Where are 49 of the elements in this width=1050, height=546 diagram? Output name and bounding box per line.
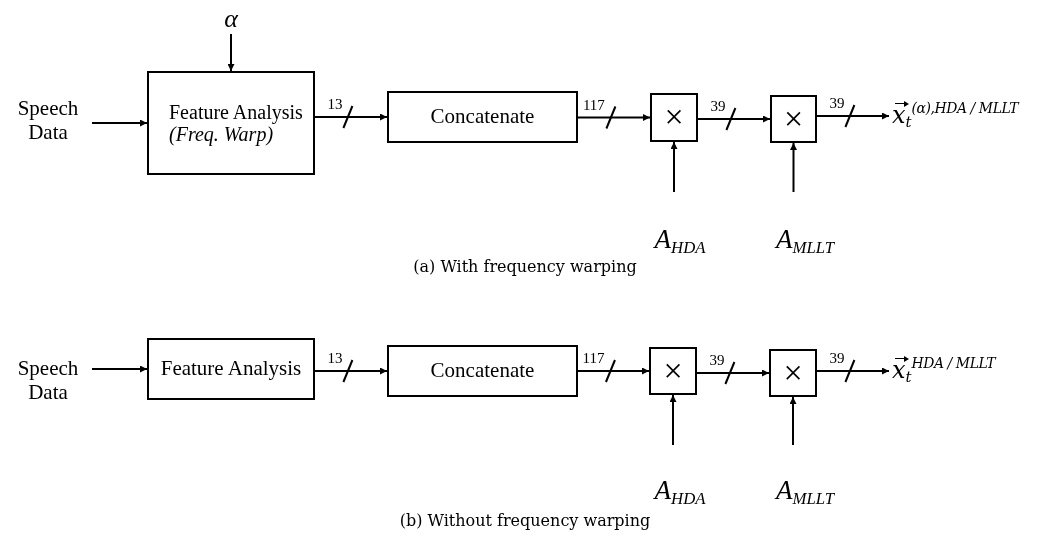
matrix-label: A$_{MLLT}$ — [776, 224, 834, 258]
multiplier-box — [770, 95, 817, 143]
arrow — [670, 141, 678, 193]
arrow — [227, 33, 235, 72]
arrow — [789, 396, 797, 446]
arrow — [696, 369, 770, 377]
input-label: Speech Data — [16, 357, 80, 405]
edge-label: 39 — [828, 351, 846, 366]
arrow — [91, 119, 148, 127]
box-label: (Freq. Warp) — [169, 123, 274, 146]
arrow — [816, 367, 890, 375]
edge-label: 13 — [326, 351, 344, 366]
edge-label: 39 — [709, 99, 727, 114]
edge-label: 117 — [581, 351, 606, 366]
arrow — [790, 142, 797, 193]
matrix-label: A$_{MLLT}$ — [776, 475, 834, 509]
multiply-sign: × — [663, 351, 683, 391]
process-box — [147, 338, 315, 400]
arrow — [314, 367, 388, 375]
box-label: Feature Analysis — [169, 100, 303, 123]
multiply-sign: × — [783, 353, 803, 393]
box-label: Concatenate — [430, 105, 535, 129]
arrow — [697, 115, 771, 123]
multiply-sign: × — [783, 99, 804, 139]
edge-label: 39 — [708, 353, 726, 368]
edge-label: 117 — [581, 97, 606, 113]
input-label: Speech Data — [16, 97, 80, 145]
arrow — [91, 365, 148, 373]
multiplier-box — [649, 347, 697, 395]
process-box — [387, 345, 578, 397]
matrix-label: A$_{HDA}$ — [654, 475, 706, 509]
edge-label: 39 — [828, 96, 846, 111]
matrix-label: A$_{HDA}$ — [654, 224, 706, 258]
box-label: Concatenate — [430, 359, 535, 383]
arrow — [816, 112, 890, 120]
figure-caption: (a) With frequency warping — [412, 257, 638, 276]
figure-caption: (b) Without frequency warping — [398, 511, 652, 530]
multiplier-box — [769, 349, 817, 397]
edge-label: 13 — [326, 97, 344, 112]
box-label: Feature Analysis — [160, 357, 302, 381]
arrow — [577, 367, 650, 375]
process-box — [387, 91, 578, 143]
parameter-symbol: α — [224, 4, 238, 34]
multiplier-box — [650, 93, 698, 142]
arrow — [577, 114, 651, 121]
multiply-sign: × — [664, 98, 684, 137]
arrow — [314, 113, 388, 121]
process-box — [147, 71, 315, 175]
arrow — [669, 394, 677, 446]
